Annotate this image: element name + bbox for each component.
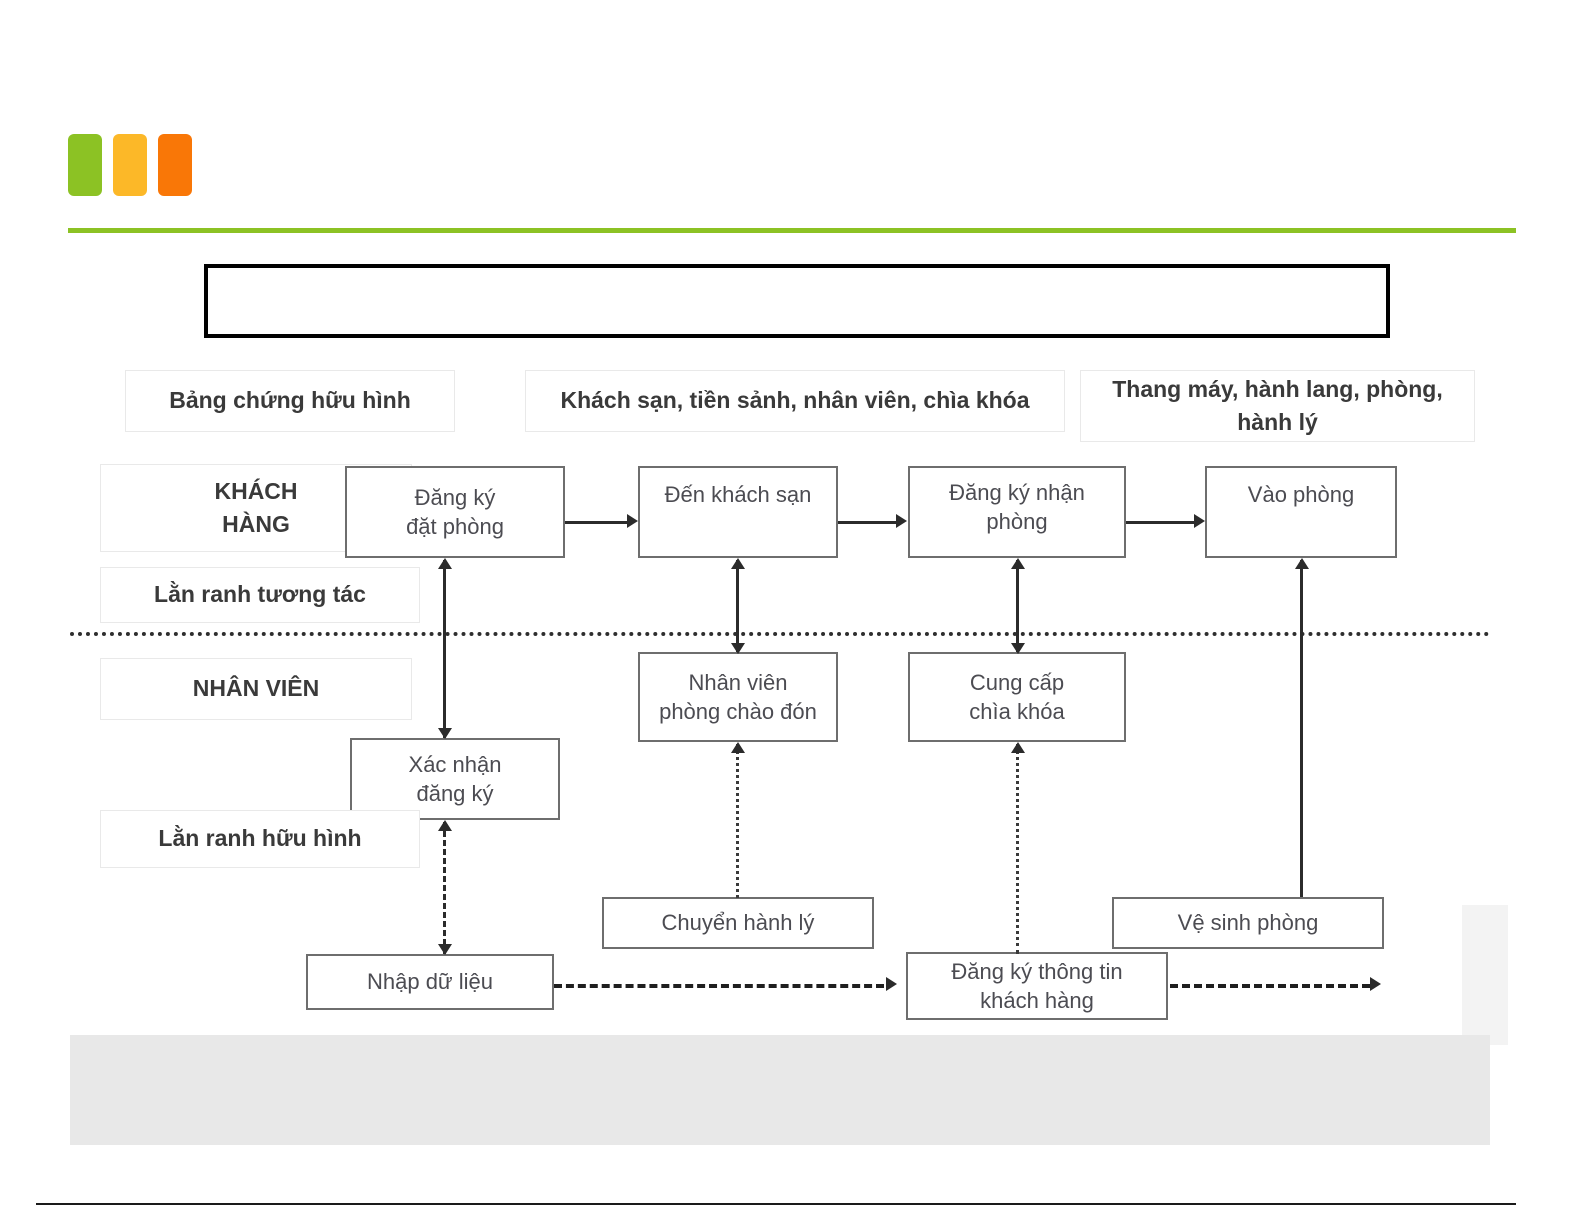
brand-logo bbox=[68, 134, 196, 196]
connector-guestinfo-out bbox=[1170, 984, 1370, 988]
header-divider bbox=[68, 228, 1516, 233]
arrow-head-arrival-to-greeter bbox=[731, 643, 745, 654]
arrow-head-baggage-to-greeter bbox=[731, 742, 745, 753]
node-line1: Chuyển hành lý bbox=[661, 910, 815, 936]
evidence-item-front: Khách sạn, tiền sảnh, nhân viên, chìa kh… bbox=[525, 370, 1065, 432]
node-nhan-vien-phong-chao-don[interactable]: Nhân viên phòng chào đón bbox=[638, 652, 838, 742]
node-vao-phong[interactable]: Vào phòng bbox=[1205, 466, 1397, 558]
node-xac-nhan-dang-ky[interactable]: Xác nhận đăng ký bbox=[350, 738, 560, 820]
node-line1: Cung cấp bbox=[969, 669, 1065, 695]
node-dang-ky-dat-phong[interactable]: Đăng ký đặt phòng bbox=[345, 466, 565, 558]
arrow-head-greeter-to-arrival bbox=[731, 558, 745, 569]
arrow-head-dataentry-to-guestinfo bbox=[886, 977, 897, 991]
boundary-label-visibility: Lằn ranh hữu hình bbox=[100, 810, 420, 868]
node-line1: Vệ sinh phòng bbox=[1177, 910, 1319, 936]
lane-label-staff: NHÂN VIÊN bbox=[100, 658, 412, 720]
node-den-khach-san[interactable]: Đến khách sạn bbox=[638, 466, 838, 558]
lane-label-customer-line1: KHÁCH bbox=[214, 477, 298, 504]
service-blueprint-diagram: Bảng chứng hữu hình Khách sạn, tiền sảnh… bbox=[70, 362, 1490, 1042]
logo-bar-green bbox=[68, 134, 102, 196]
node-line2: đặt phòng bbox=[406, 514, 504, 539]
interaction-boundary-line bbox=[70, 632, 1490, 636]
node-line2: khách hàng bbox=[980, 988, 1094, 1013]
connector-arrival-greeter bbox=[736, 560, 739, 652]
arrow-head-cleaning-to-room bbox=[1295, 558, 1309, 569]
evidence-item-room: Thang máy, hành lang, phòng, hành lý bbox=[1080, 370, 1475, 442]
connector-room-cleaning bbox=[1300, 560, 1303, 910]
connector-booking-confirm bbox=[443, 560, 446, 738]
arrow-head-checkin-to-room bbox=[1194, 514, 1205, 528]
physical-evidence-label: Bảng chứng hữu hình bbox=[125, 370, 455, 432]
node-line1: Xác nhận bbox=[408, 751, 502, 777]
arrow-line-arrival-to-checkin bbox=[838, 521, 896, 524]
picture-ghost-shape bbox=[1462, 905, 1508, 1045]
node-line1: Đăng ký thông tin bbox=[951, 958, 1123, 984]
arrow-head-arrival-to-checkin bbox=[896, 514, 907, 528]
node-line2: đăng ký bbox=[416, 781, 494, 806]
arrow-line-checkin-to-room bbox=[1126, 521, 1194, 524]
node-chuyen-hanh-ly[interactable]: Chuyển hành lý bbox=[602, 897, 874, 949]
node-line1: Đăng ký nhận bbox=[949, 480, 1085, 505]
node-ve-sinh-phong[interactable]: Vệ sinh phòng bbox=[1112, 897, 1384, 949]
arrow-head-confirm-to-dataentry bbox=[438, 944, 452, 955]
node-line2: phòng bbox=[986, 509, 1048, 535]
connector-checkin-key bbox=[1016, 560, 1019, 652]
node-line1: Đến khách sạn bbox=[664, 482, 812, 507]
logo-bar-orange bbox=[158, 134, 192, 196]
arrow-head-guestinfo-to-key bbox=[1011, 742, 1025, 753]
arrow-head-confirm-to-booking bbox=[438, 558, 452, 569]
node-dang-ky-nhan-phong[interactable]: Đăng ký nhận phòng bbox=[908, 466, 1126, 558]
arrow-head-dataentry-to-confirm bbox=[438, 820, 452, 831]
arrow-head-booking-to-confirm bbox=[438, 728, 452, 739]
node-line2: chìa khóa bbox=[969, 699, 1065, 724]
node-cung-cap-chia-khoa[interactable]: Cung cấp chìa khóa bbox=[908, 652, 1126, 742]
connector-guestinfo-key bbox=[1016, 744, 1019, 954]
connector-confirm-dataentry bbox=[443, 822, 446, 954]
arrow-head-booking-to-arrival bbox=[627, 514, 638, 528]
node-line1: Vào phòng bbox=[1247, 482, 1355, 507]
arrow-head-key-to-checkin bbox=[1011, 558, 1025, 569]
node-nhap-du-lieu[interactable]: Nhập dữ liệu bbox=[306, 954, 554, 1010]
boundary-label-interaction: Lằn ranh tương tác bbox=[100, 567, 420, 623]
arrow-line-booking-to-arrival bbox=[565, 521, 627, 524]
node-dang-ky-thong-tin-khach-hang[interactable]: Đăng ký thông tin khách hàng bbox=[906, 952, 1168, 1020]
node-line1: Nhân viên bbox=[688, 669, 788, 695]
logo-bar-yellow bbox=[113, 134, 147, 196]
arrow-head-checkin-to-key bbox=[1011, 643, 1025, 654]
node-line1: Đăng ký bbox=[414, 484, 496, 510]
node-line2: phòng chào đón bbox=[659, 699, 817, 724]
connector-dataentry-guestinfo bbox=[554, 984, 884, 988]
picture-bottom-band bbox=[70, 1035, 1490, 1145]
title-placeholder-box bbox=[204, 264, 1390, 338]
connector-baggage-greeter bbox=[736, 744, 739, 898]
lane-label-customer-line2: HÀNG bbox=[222, 511, 290, 537]
arrow-head-guestinfo-out bbox=[1370, 977, 1381, 991]
footer-divider bbox=[36, 1203, 1516, 1205]
node-line1: Nhập dữ liệu bbox=[366, 969, 494, 995]
